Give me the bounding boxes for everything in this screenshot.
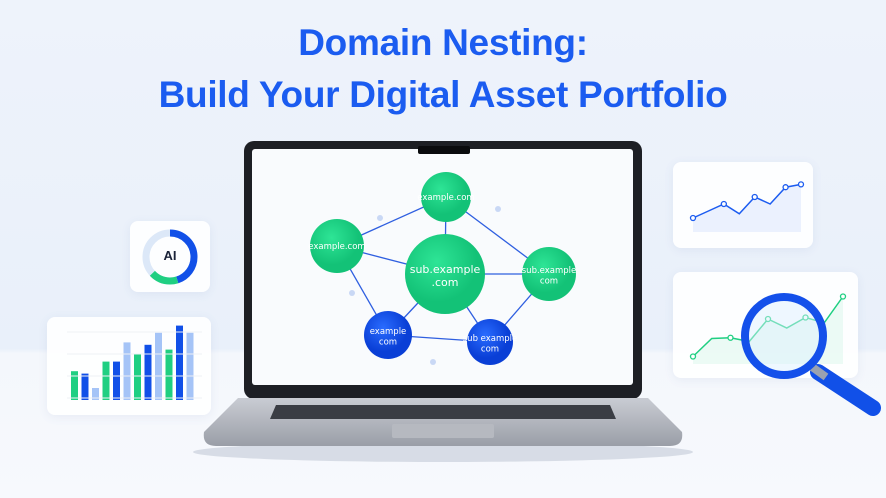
title-line-1: Domain Nesting:	[298, 22, 588, 63]
bar	[144, 344, 152, 400]
keyboard	[270, 405, 616, 419]
bar	[134, 354, 141, 400]
point	[689, 214, 697, 222]
bar	[71, 371, 78, 400]
laptop-base	[203, 398, 683, 446]
network-link	[387, 273, 446, 336]
point	[720, 200, 728, 208]
node-label-line2: com	[379, 338, 397, 348]
trackpad	[392, 424, 494, 438]
decor-dot	[495, 206, 501, 212]
network-link	[336, 245, 446, 275]
point	[764, 315, 772, 323]
search-chart-card	[673, 272, 858, 378]
title-line-2: Build Your Digital Asset Portfolio	[158, 74, 728, 115]
bar	[92, 388, 99, 400]
area	[693, 296, 843, 364]
node-label: sub example	[463, 334, 518, 344]
donut-chart: AI	[142, 229, 198, 285]
decor-dot	[430, 359, 436, 365]
node-label: example.com	[308, 242, 365, 252]
network-link	[445, 196, 550, 275]
node-label: sub.example	[410, 263, 481, 276]
node-label: sub.example	[522, 266, 577, 276]
area	[693, 184, 801, 232]
camera-notch	[418, 146, 470, 154]
decor-dot	[349, 290, 355, 296]
node-label-line2: .com	[432, 276, 459, 289]
point	[797, 181, 805, 188]
bar	[186, 332, 194, 400]
donut-segment-green	[142, 229, 198, 285]
point	[839, 293, 847, 300]
bar-chart	[67, 325, 202, 400]
series-line	[692, 183, 802, 219]
bar	[81, 373, 89, 400]
point	[727, 334, 734, 341]
network-link	[444, 196, 447, 275]
network-link	[336, 196, 447, 247]
network-link	[444, 273, 491, 343]
network-link	[387, 334, 491, 343]
donut-label: AI	[164, 248, 177, 263]
point	[802, 314, 809, 321]
node-label-line2: com	[481, 345, 499, 355]
point	[751, 193, 758, 201]
line-chart	[689, 181, 805, 232]
laptop-bezel	[244, 141, 642, 399]
node-label-line2: com	[540, 277, 558, 287]
donut-segment-blue	[142, 229, 198, 285]
point	[689, 353, 697, 360]
node-label: example.com	[417, 193, 474, 203]
domain-node-center: sub.example.com	[405, 234, 485, 314]
domain-node-left: example.com	[308, 219, 366, 273]
node-label: example	[370, 327, 407, 337]
bar	[113, 361, 120, 400]
domain-network: example.comexample.comsub.example.comsub…	[308, 172, 576, 365]
line-chart-card	[673, 162, 813, 248]
bar	[102, 361, 110, 400]
domain-node-top: example.com	[417, 172, 475, 222]
green-line-chart	[689, 293, 847, 364]
bar	[176, 325, 183, 400]
network-link	[489, 273, 550, 343]
decor-dot	[377, 215, 383, 221]
laptop-screen	[252, 149, 633, 385]
point	[782, 184, 789, 191]
bar	[123, 342, 131, 400]
ai-donut-card: AI	[130, 221, 210, 292]
bar	[165, 349, 173, 400]
bar-chart-card	[47, 317, 211, 415]
bar	[155, 332, 162, 400]
network-link	[336, 245, 389, 336]
